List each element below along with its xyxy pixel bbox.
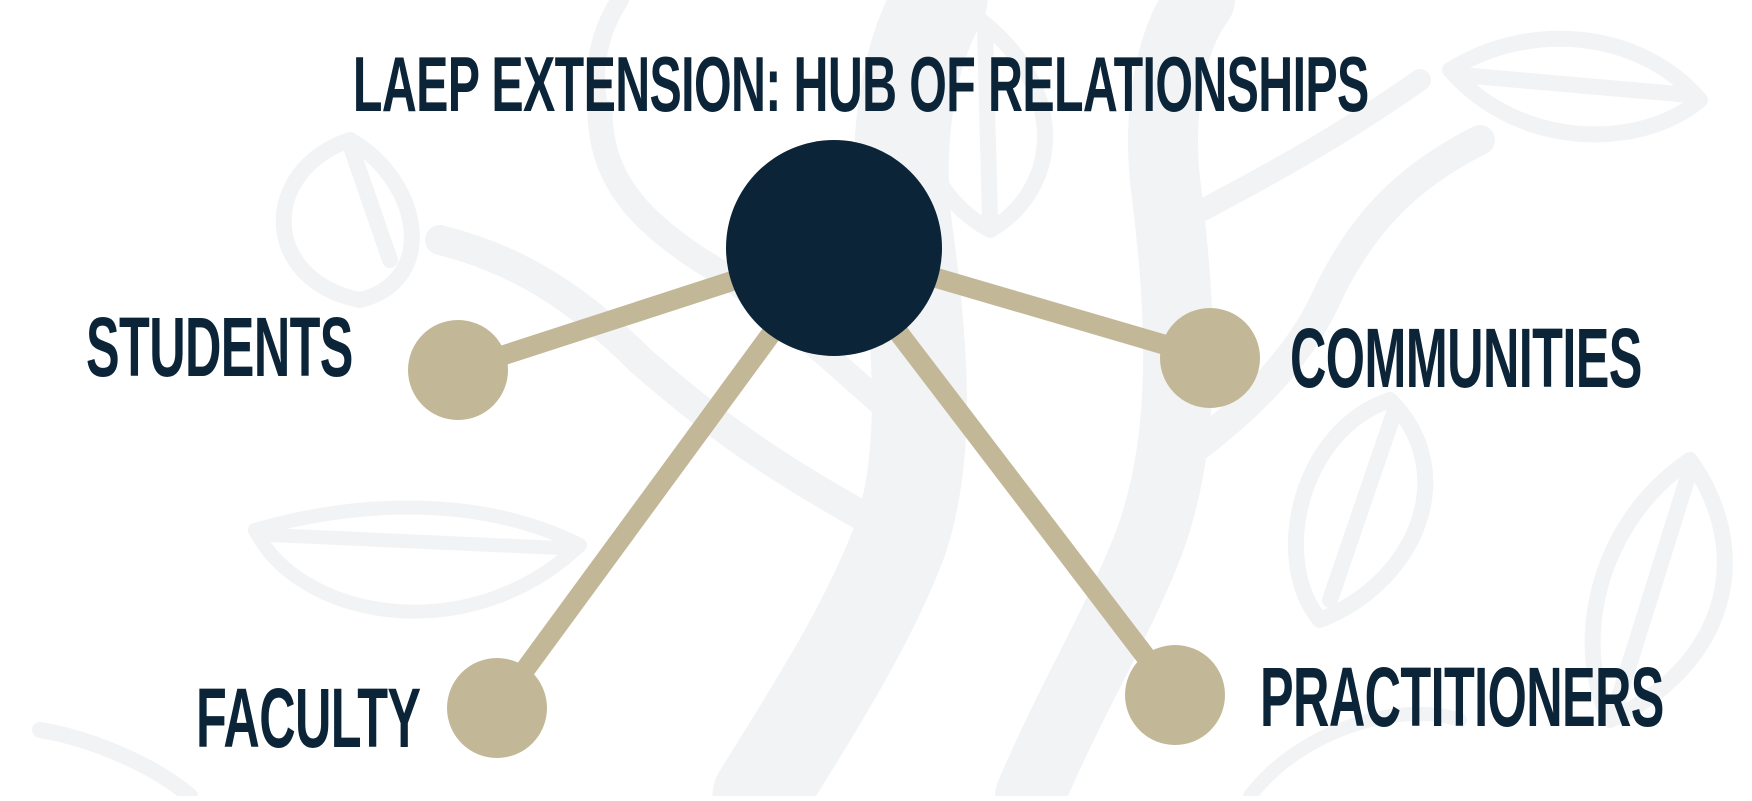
label-practitioners: PRACTITIONERS [1260,650,1664,744]
hub-node [726,140,942,356]
node-faculty [447,658,547,758]
diagram-title: LAEP EXTENSION: HUB OF RELATIONSHIPS [352,40,1369,128]
node-communities [1160,308,1260,408]
label-students: STUDENTS [86,300,353,394]
label-communities: COMMUNITIES [1290,311,1642,405]
tree-watermark-icon [32,0,1733,801]
node-practitioners [1125,645,1225,745]
label-faculty: FACULTY [196,671,421,765]
node-students [408,320,508,420]
